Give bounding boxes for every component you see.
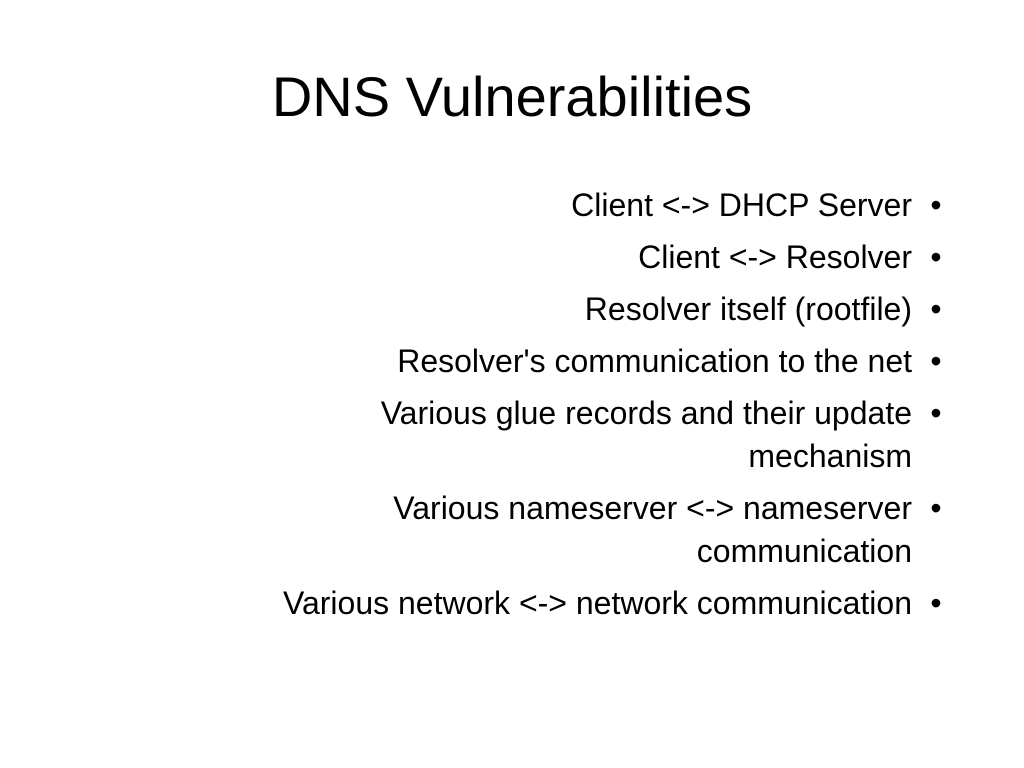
bullet-icon: • [930, 585, 942, 621]
bullet-text: Various glue records and their update me… [380, 395, 912, 474]
bullet-icon: • [930, 343, 942, 379]
bullet-icon: • [930, 187, 942, 223]
bullet-text: Client <-> Resolver [638, 239, 912, 275]
bullet-icon: • [930, 395, 942, 431]
bullet-list: Client <-> DHCP Server • Client <-> Reso… [120, 184, 960, 634]
slide-title: DNS Vulnerabilities [271, 65, 753, 128]
list-item: Resolver's communication to the net • [120, 340, 960, 383]
bullet-text: Client <-> DHCP Server [571, 187, 912, 223]
list-item: Various network <-> network communicatio… [120, 582, 960, 625]
bullet-icon: • [930, 490, 942, 526]
list-item: Various nameserver <-> nameserver commun… [120, 487, 960, 573]
bullet-text: Various network <-> network communicatio… [282, 585, 912, 621]
list-item: Resolver itself (rootfile) • [120, 288, 960, 331]
bullet-icon: • [930, 291, 942, 327]
bullet-text: Resolver itself (rootfile) [584, 291, 912, 327]
list-item: Various glue records and their update me… [120, 392, 960, 478]
list-item: Client <-> DHCP Server • [120, 184, 960, 227]
list-item: Client <-> Resolver • [120, 236, 960, 279]
bullet-text: Resolver's communication to the net [397, 343, 912, 379]
bullet-text: Various nameserver <-> nameserver commun… [393, 490, 912, 569]
bullet-icon: • [930, 239, 942, 275]
